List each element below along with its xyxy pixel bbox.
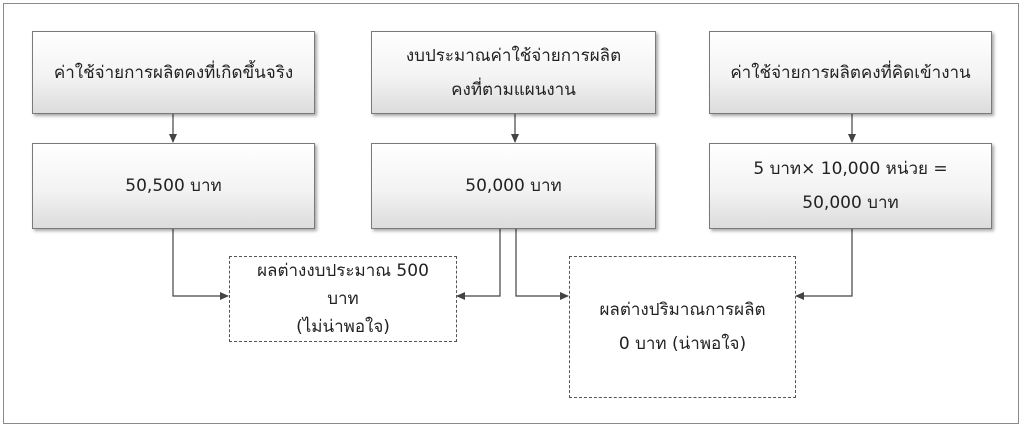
budget-variance-box: ผลต่างงบประมาณ 500 บาท (ไม่น่าพอใจ) — [229, 256, 457, 342]
applied-cost-box: ค่าใช้จ่ายการผลิตคงที่คิดเข้างาน — [709, 31, 992, 114]
arrow-actual-value-to-budget-variance — [172, 229, 229, 300]
budget-value-box: 50,000 บาท — [371, 143, 656, 229]
budget-cost-label-line1: งบประมาณค่าใช้จ่ายการผลิต — [405, 45, 622, 66]
arrow-budget-value-to-budget-variance — [456, 229, 501, 300]
budget-variance-line1: ผลต่างงบประมาณ 500 — [257, 261, 429, 281]
budget-value-label: 50,000 บาท — [465, 176, 562, 196]
diagram-frame — [3, 3, 1019, 424]
volume-variance-line1: ผลต่างปริมาณการผลิต — [599, 300, 766, 320]
actual-value-label: 50,500 บาท — [125, 176, 222, 196]
applied-cost-label: ค่าใช้จ่ายการผลิตคงที่คิดเข้างาน — [730, 62, 971, 83]
applied-value-label-line1: 5 บาท× 10,000 หน่วย = — [753, 159, 948, 179]
actual-value-box: 50,500 บาท — [32, 143, 315, 229]
budget-variance-line3: (ไม่น่าพอใจ) — [296, 317, 390, 337]
applied-value-label-line2: 50,000 บาท — [802, 193, 899, 213]
arrow-budget-value-to-volume-variance — [515, 229, 569, 300]
actual-cost-label: ค่าใช้จ่ายการผลิตคงที่เกิดขึ้นจริง — [53, 62, 294, 83]
budget-cost-box: งบประมาณค่าใช้จ่ายการผลิต คงที่ตามแผนงาน — [371, 31, 656, 114]
actual-cost-box: ค่าใช้จ่ายการผลิตคงที่เกิดขึ้นจริง — [32, 31, 315, 114]
budget-variance-line2: บาท — [327, 289, 359, 309]
applied-value-box: 5 บาท× 10,000 หน่วย = 50,000 บาท — [709, 143, 992, 229]
volume-variance-line2: 0 บาท (น่าพอใจ) — [618, 334, 747, 354]
arrow-applied-value-to-volume-variance — [795, 229, 853, 300]
budget-cost-label-line2: คงที่ตามแผนงาน — [451, 79, 576, 100]
volume-variance-box: ผลต่างปริมาณการผลิต 0 บาท (น่าพอใจ) — [569, 256, 796, 398]
